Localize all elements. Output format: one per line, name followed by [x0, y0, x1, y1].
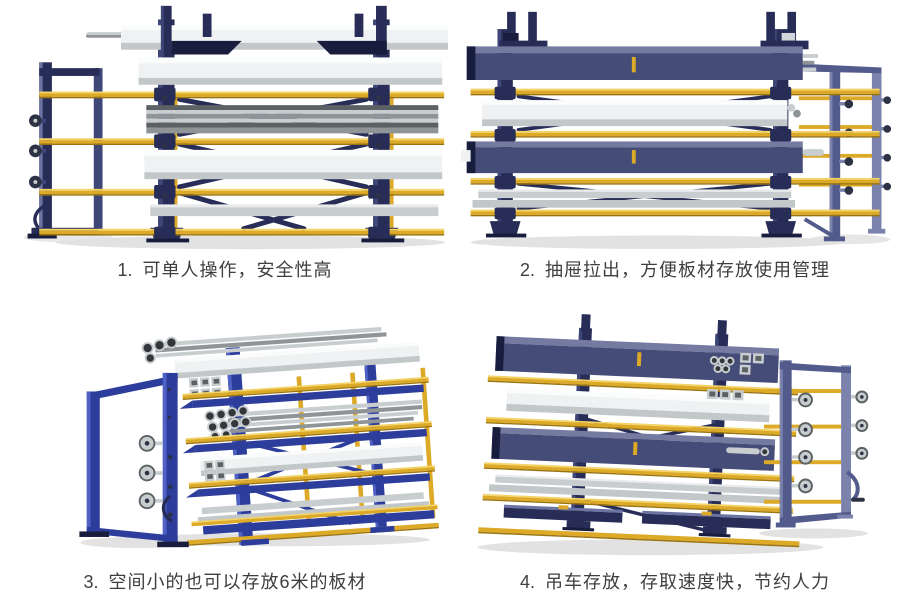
rack-perspective-right-image [477, 314, 869, 556]
bottom-beams [503, 504, 771, 538]
figure-2-panel: 2. 抽屉拉出，方便板材存放使用管理 [450, 0, 900, 300]
figure-3-text: 空间小的也可以存放6米的板材 [108, 572, 367, 592]
rack-front-view-image [23, 5, 449, 250]
crank-handle-icon [845, 470, 860, 502]
figure-4-caption: 4. 吊车存放，存取速度快，节约人力 [520, 568, 830, 594]
figure-1-number: 1. [117, 260, 133, 280]
figure-4-number: 4. [519, 572, 535, 592]
figure-2-text: 抽屉拉出，方便板材存放使用管理 [545, 260, 830, 280]
rack-perspective-left-image [79, 327, 439, 549]
crank-wheel-icon [29, 114, 47, 189]
figure-4-text: 吊车存放，存取速度快，节约人力 [545, 572, 830, 592]
figure-3-number: 3. [83, 572, 99, 592]
crank-handle-icon [161, 494, 173, 523]
drawer-beam-middle [461, 141, 824, 174]
figure-2-image-area [450, 0, 900, 254]
crank-wheel-icon [791, 390, 869, 494]
rail-clamps [494, 86, 792, 220]
rack-body [141, 327, 439, 546]
figure-1-panel: 1. 可单人操作，安全性高 [0, 0, 450, 300]
stored-plates [482, 100, 801, 127]
drawer-beam-top [495, 336, 780, 384]
figure-4-panel: 4. 吊车存放，存取速度快，节约人力 [450, 300, 900, 600]
figure-1-caption: 1. 可单人操作，安全性高 [117, 256, 332, 282]
square-tubes [203, 459, 226, 482]
figure-3-image-area [0, 300, 450, 568]
figure-3-caption: 3. 空间小的也可以存放6米的板材 [83, 568, 366, 594]
crank-side-frame [763, 360, 869, 528]
crank-side-frame [79, 372, 189, 548]
rack-body [478, 314, 800, 548]
drawer-beam-middle [491, 426, 776, 471]
column-tips [160, 5, 387, 57]
crank-wheel-icon [138, 435, 173, 518]
pipes [141, 327, 387, 364]
crank-side-frame [27, 62, 103, 239]
figure-3-panel: 3. 空间小的也可以存放6米的板材 [0, 300, 450, 600]
pipe-bundle [204, 399, 423, 442]
rack-drawers-extended-image [461, 11, 892, 249]
stored-plates [85, 25, 449, 217]
figure-1-text: 可单人操作，安全性高 [142, 260, 333, 280]
stored-plates [506, 388, 770, 423]
figure-1-image-area [0, 0, 450, 254]
thin-plates [488, 474, 786, 505]
crank-handle-icon [33, 202, 48, 229]
crank-rails [39, 87, 445, 239]
figure-4-image-area [450, 300, 900, 568]
crane-lift-tabs [499, 11, 809, 50]
steel-bar-bundle [146, 105, 439, 134]
figure-2-number: 2. [519, 260, 535, 280]
drawer-beam-top [466, 46, 819, 80]
figure-2-caption: 2. 抽屉拉出，方便板材存放使用管理 [520, 256, 830, 282]
thin-plates [472, 189, 796, 208]
